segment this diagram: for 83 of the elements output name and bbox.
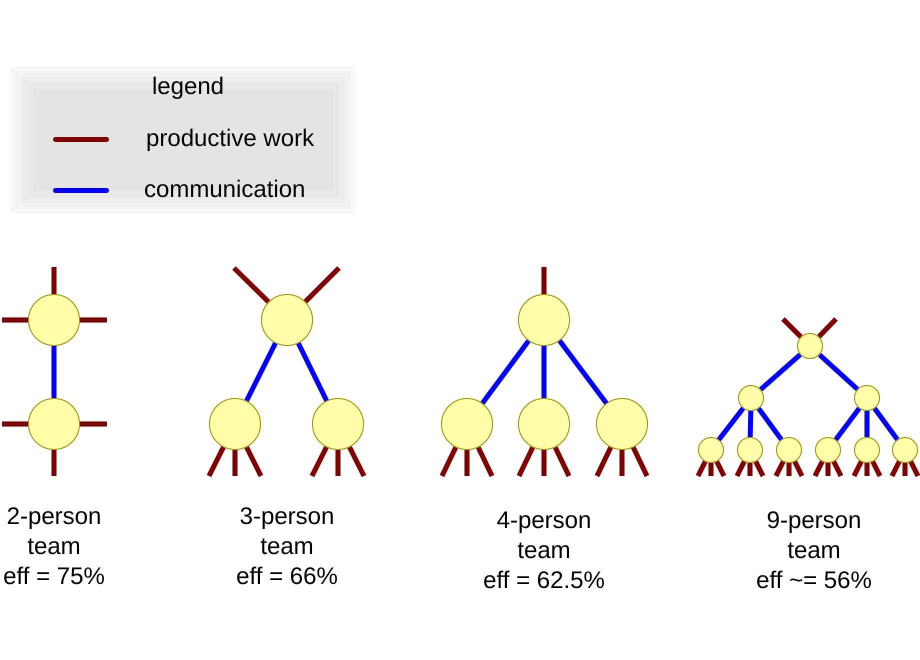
communication-line [748,410,754,438]
work-line [748,463,752,476]
work-line [232,266,270,304]
work-line [440,446,458,478]
communication-line [716,406,746,442]
work-line [464,450,470,476]
person-circle [28,294,80,346]
work-line [2,318,28,322]
work-line [870,460,882,478]
work-line [80,422,107,426]
person-circle [209,398,261,450]
work-line [786,463,792,476]
work-line [817,317,838,338]
work-line [826,463,830,476]
work-line [774,460,786,478]
person-circle [738,385,764,411]
communication-line [756,407,784,441]
communication-line [834,406,862,442]
work-line [792,460,804,478]
work-line [336,450,340,476]
communication-line [872,407,900,441]
person-circle [737,437,763,463]
work-line [304,266,341,304]
work-line [781,317,803,339]
person-circle [261,294,313,346]
work-line [542,267,546,294]
communication-line [296,342,329,402]
legend-label: productive work [146,124,314,154]
work-line [696,460,708,478]
person-circle [698,437,724,463]
team-caption: 3-person team eff = 66% [236,502,338,592]
communication-line [480,339,530,405]
person-circle [28,398,80,450]
legend-label: communication [144,175,306,205]
work-line [832,460,844,478]
work-line [908,460,920,478]
work-line [890,460,902,478]
work-line [812,460,824,478]
team-caption: 4-person team eff = 62.5% [483,506,605,596]
communication-line [864,411,870,437]
work-line [553,446,572,478]
person-circle [776,437,802,463]
work-line [206,446,226,478]
communication-line [244,342,278,402]
work-line [594,446,613,478]
work-line [708,463,714,476]
work-line [516,446,535,478]
work-line [620,450,624,476]
work-line [310,446,329,478]
communication-line [542,346,546,398]
person-circle [815,437,841,463]
work-line [52,450,56,476]
person-circle [596,398,648,450]
work-line [232,450,238,476]
person-circle [518,294,570,346]
work-line [2,422,28,426]
communication-line [818,352,860,392]
person-circle [892,437,918,463]
work-line [244,446,264,478]
work-line [631,446,650,478]
work-line [347,446,366,478]
team-caption: 9-person team eff ~= 56% [756,506,872,596]
work-line [714,460,726,478]
team-caption: 2-person team eff = 75% [3,502,105,592]
work-line [754,460,766,478]
person-circle [312,398,364,450]
communication-line [759,352,802,392]
person-circle [797,333,823,359]
person-circle [854,437,880,463]
person-circle [854,385,880,411]
work-line [80,318,107,322]
communication-line [558,339,608,405]
person-circle [441,398,493,450]
work-line [864,463,870,476]
person-circle [518,398,570,450]
work-line [52,267,56,294]
work-line [902,463,908,476]
work-line [852,460,864,478]
communication-line [52,346,56,398]
work-line [542,450,546,476]
legend-title: legend [152,72,224,102]
work-line [476,446,494,478]
work-line [734,460,746,478]
